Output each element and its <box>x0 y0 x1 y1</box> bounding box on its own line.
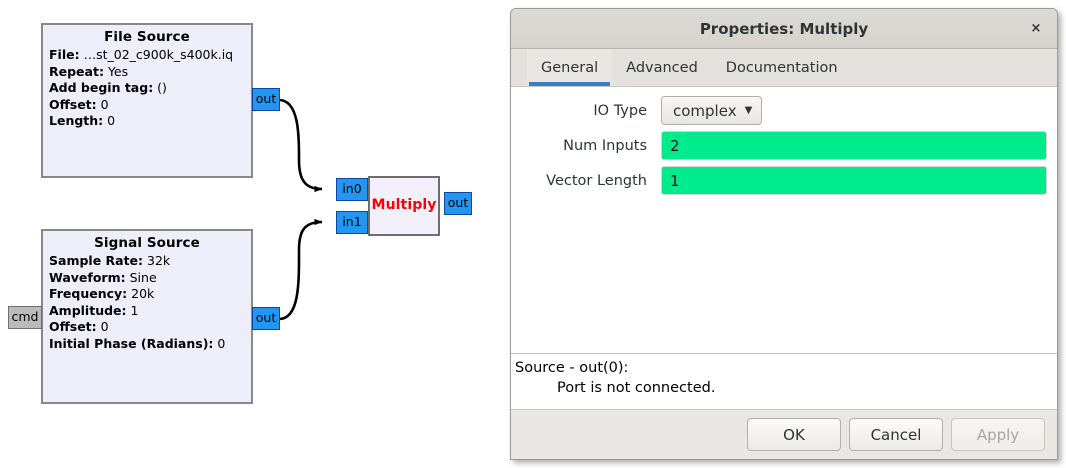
block-param-length: Length: 0 <box>43 113 251 128</box>
vector-length-input[interactable]: 1 <box>661 166 1047 195</box>
cancel-button[interactable]: Cancel <box>849 418 943 451</box>
param-value: 0 <box>107 113 116 128</box>
param-key: Initial Phase (Radians): <box>49 335 214 351</box>
block-param-amplitude: Amplitude: 1 <box>43 303 251 318</box>
block-multiply[interactable]: Multiply <box>368 176 440 236</box>
param-value: …st_02_c900k_s400k.iq <box>83 47 234 62</box>
dialog-titlebar[interactable]: Properties: Multiply × <box>511 9 1057 49</box>
general-tab-form: IO Type complex ▼ Num Inputs 2 Vector Le… <box>511 87 1057 353</box>
wire-filesource-to-in0 <box>278 98 323 193</box>
param-value: () <box>157 80 167 95</box>
field-row-num-inputs: Num Inputs 2 <box>521 131 1047 160</box>
param-key: Offset: <box>49 96 97 112</box>
port-file-source-out[interactable]: out <box>252 88 280 111</box>
block-title: File Source <box>104 29 190 45</box>
io-type-dropdown[interactable]: complex ▼ <box>661 96 763 125</box>
param-key: Length: <box>49 113 104 128</box>
param-value: 0 <box>217 335 226 351</box>
label-vector-length: Vector Length <box>546 172 647 189</box>
block-param-add-begin-tag: Add begin tag: () <box>43 80 251 95</box>
param-key: Repeat: <box>49 63 104 79</box>
param-value: 20k <box>131 286 155 301</box>
param-value: Yes <box>107 63 129 79</box>
param-key: Add begin tag: <box>49 80 154 95</box>
port-multiply-in1[interactable]: in1 <box>336 211 368 234</box>
field-row-vector-length: Vector Length 1 <box>521 166 1047 195</box>
block-param-sample-rate: Sample Rate: 32k <box>43 253 251 268</box>
param-key: Amplitude: <box>49 302 127 318</box>
chevron-down-icon: ▼ <box>744 104 753 116</box>
param-key: File: <box>49 47 80 62</box>
param-key: Sample Rate: <box>49 253 144 268</box>
close-icon[interactable]: × <box>1030 21 1042 36</box>
port-multiply-in0[interactable]: in0 <box>336 178 368 201</box>
block-param-offset: Offset: 0 <box>43 319 251 334</box>
block-title: Signal Source <box>94 235 200 251</box>
message-detail: Port is not connected. <box>557 380 716 396</box>
block-signal-source[interactable]: Signal Source Sample Rate: 32k Waveform:… <box>41 229 253 404</box>
tab-documentation[interactable]: Documentation <box>725 59 838 76</box>
port-multiply-out[interactable]: out <box>444 192 472 215</box>
label-io-type: IO Type <box>593 102 647 119</box>
num-inputs-input[interactable]: 2 <box>661 131 1047 160</box>
port-signal-source-out[interactable]: out <box>252 307 280 330</box>
port-signal-source-cmd[interactable]: cmd <box>8 306 42 329</box>
param-value: Sine <box>129 269 157 285</box>
param-key: Waveform: <box>49 269 126 285</box>
param-value: 1 <box>130 302 139 318</box>
block-file-source[interactable]: File Source File: …st_02_c900k_s400k.iq … <box>41 23 253 178</box>
tab-advanced[interactable]: Advanced <box>626 59 698 76</box>
block-param-frequency: Frequency: 20k <box>43 286 251 301</box>
block-title: Multiply <box>371 197 437 213</box>
ok-button[interactable]: OK <box>747 418 841 451</box>
param-value: 0 <box>100 96 109 112</box>
param-key: Offset: <box>49 319 97 334</box>
block-param-repeat: Repeat: Yes <box>43 64 251 79</box>
block-param-offset: Offset: 0 <box>43 97 251 112</box>
io-type-value: complex <box>673 101 737 120</box>
message-heading: Source - out(0): <box>515 360 629 376</box>
label-num-inputs: Num Inputs <box>563 137 647 154</box>
tab-general[interactable]: General <box>527 49 613 86</box>
block-param-waveform: Waveform: Sine <box>43 270 251 285</box>
dialog-title: Properties: Multiply <box>699 19 869 38</box>
validation-message-pane: Source - out(0): Port is not connected. <box>511 353 1057 409</box>
field-row-io-type: IO Type complex ▼ <box>521 96 1047 125</box>
param-key: Frequency: <box>49 286 128 301</box>
block-param-initial-phase: Initial Phase (Radians): 0 <box>43 336 251 351</box>
block-param-file: File: …st_02_c900k_s400k.iq <box>43 47 251 62</box>
param-value: 32k <box>147 253 171 268</box>
wire-signalsource-to-in1 <box>278 218 323 321</box>
dialog-action-bar: OK Cancel Apply <box>511 409 1057 459</box>
properties-dialog: Properties: Multiply × General Advanced … <box>510 8 1058 460</box>
param-value: 0 <box>100 319 109 334</box>
apply-button: Apply <box>951 418 1045 451</box>
dialog-tabbar: General Advanced Documentation <box>511 49 1057 87</box>
